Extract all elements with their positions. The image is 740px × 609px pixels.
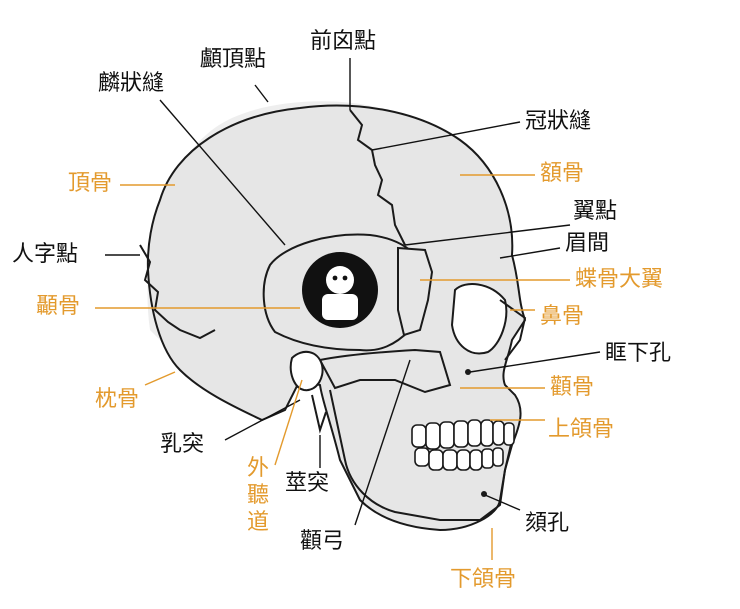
mandible-outline bbox=[329, 389, 513, 521]
coronal-suture bbox=[349, 109, 406, 246]
label-nasal-bone: 鼻骨 bbox=[540, 304, 585, 329]
lambdoid-suture bbox=[139, 244, 216, 340]
orbit-shape bbox=[450, 283, 508, 355]
label-mental-foramen: 頦孔 bbox=[525, 511, 570, 536]
label-occipital-bone: 枕骨 bbox=[95, 387, 140, 412]
cartoon-badge-icon bbox=[302, 252, 378, 328]
zygomatic-arch bbox=[318, 348, 452, 394]
label-vertex: 顱頂點 bbox=[200, 47, 267, 72]
nasal-region bbox=[499, 299, 527, 361]
label-glabella: 眉間 bbox=[565, 231, 610, 256]
sphenoid-wing bbox=[397, 246, 434, 337]
label-maxilla: 上頜骨 bbox=[548, 417, 615, 442]
label-zygomatic-arch: 顴弓 bbox=[300, 529, 345, 554]
label-external-acoustic-meatus: 外聽道 bbox=[246, 456, 269, 535]
label-bregma: 前囟點 bbox=[310, 29, 377, 54]
label-sphenoid-greater-wing: 蝶骨大翼 bbox=[575, 267, 664, 292]
label-lambda: 人字點 bbox=[12, 242, 79, 267]
label-infraorbital-foramen: 眶下孔 bbox=[605, 341, 672, 366]
ear-canal bbox=[289, 350, 324, 392]
label-parietal-bone: 頂骨 bbox=[68, 171, 113, 196]
label-mandible: 下頜骨 bbox=[450, 567, 517, 592]
label-temporal-bone: 顳骨 bbox=[36, 294, 81, 319]
teeth bbox=[411, 419, 515, 471]
label-squamous-suture: 麟狀縫 bbox=[98, 71, 165, 96]
label-zygomatic-bone: 顴骨 bbox=[550, 375, 595, 400]
leader-lines bbox=[95, 58, 601, 560]
label-coronal-suture: 冠狀縫 bbox=[525, 109, 592, 134]
infraorbital-foramen bbox=[465, 369, 471, 375]
label-pterion: 翼點 bbox=[573, 199, 618, 224]
label-mastoid: 乳突 bbox=[160, 432, 205, 457]
label-styloid: 莖突 bbox=[285, 471, 330, 496]
styloid bbox=[311, 394, 327, 434]
label-frontal-bone: 額骨 bbox=[540, 161, 585, 186]
